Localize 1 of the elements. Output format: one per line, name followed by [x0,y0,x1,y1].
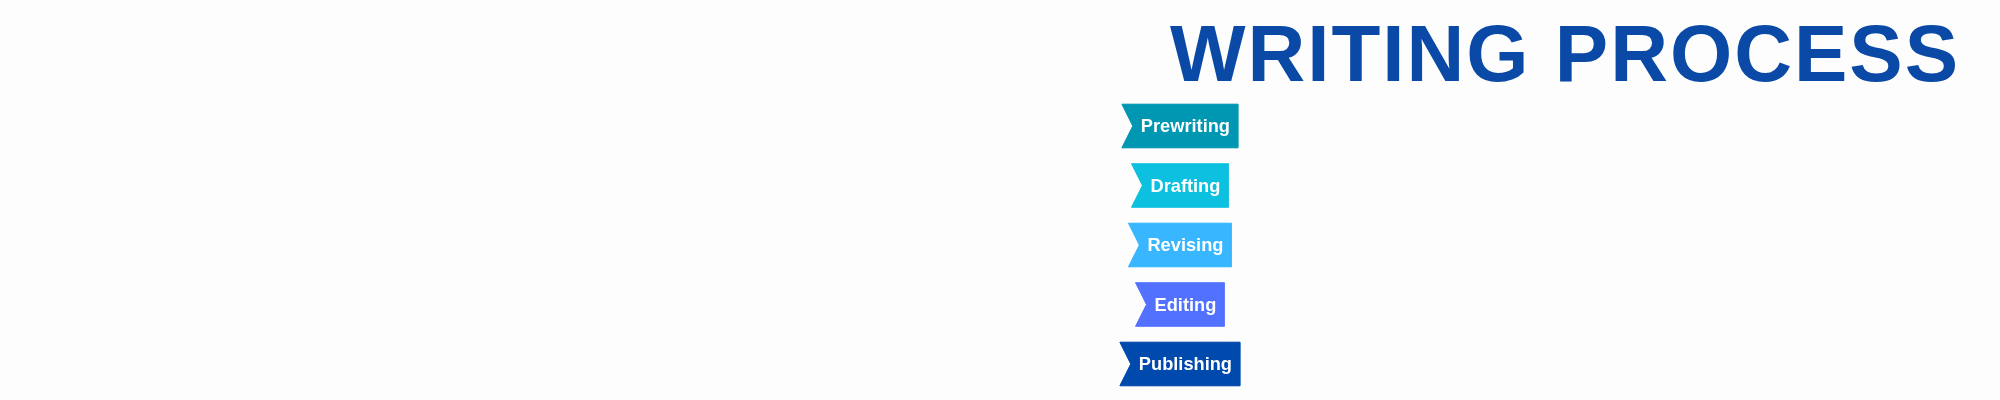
diagram-title: WRITING PROCESS [1169,8,1960,100]
